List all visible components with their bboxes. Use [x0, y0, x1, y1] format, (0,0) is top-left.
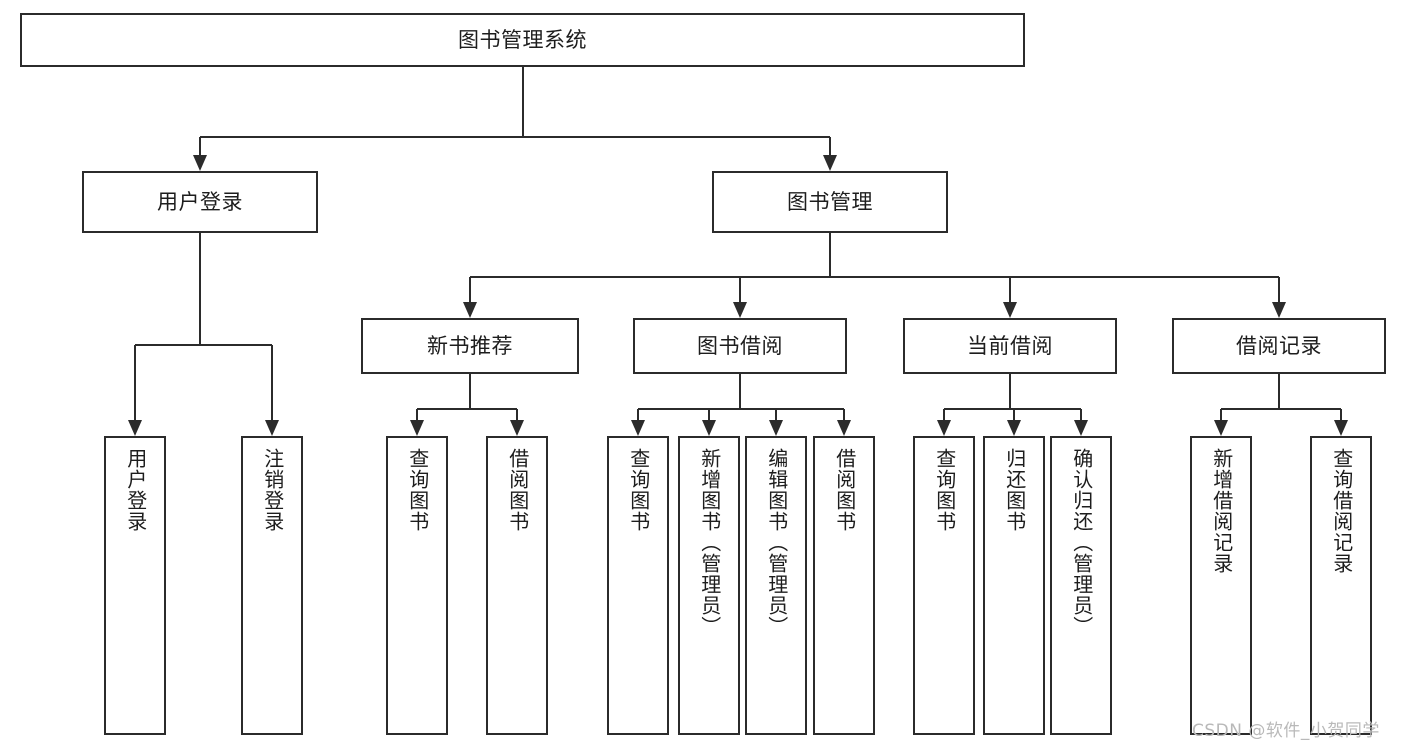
leaf-label: 新增借阅记录 — [1209, 448, 1234, 574]
arrowhead-icon — [1334, 420, 1348, 436]
connector-line — [200, 136, 830, 138]
node-borrow-records[interactable]: 借阅记录 — [1172, 318, 1386, 374]
arrowhead-icon — [769, 420, 783, 436]
leaf-node[interactable]: 新增借阅记录 — [1190, 436, 1252, 735]
connector-line — [843, 409, 845, 420]
arrowhead-icon — [1074, 420, 1088, 436]
leaf-node[interactable]: 查询借阅记录 — [1310, 436, 1372, 735]
leaf-label: 借阅图书 — [832, 448, 857, 532]
connector-line — [516, 409, 518, 420]
arrowhead-icon — [1214, 420, 1228, 436]
arrowhead-icon — [733, 302, 747, 318]
connector-line — [739, 277, 741, 302]
connector-line — [943, 409, 945, 420]
connector-line — [739, 374, 741, 409]
arrowhead-icon — [1007, 420, 1021, 436]
node-label: 借阅记录 — [1236, 333, 1322, 358]
node-label: 新书推荐 — [427, 333, 513, 358]
leaf-label: 确认归还（管理员） — [1069, 448, 1094, 637]
leaf-label: 借阅图书 — [505, 448, 530, 532]
leaf-node[interactable]: 新增图书（管理员） — [678, 436, 740, 735]
leaf-node[interactable]: 借阅图书 — [813, 436, 875, 735]
connector-line — [708, 409, 710, 420]
connector-line — [1080, 409, 1082, 420]
connector-line — [1009, 277, 1011, 302]
connector-line — [1221, 408, 1341, 410]
arrowhead-icon — [702, 420, 716, 436]
leaf-label: 新增图书（管理员） — [697, 448, 722, 637]
connector-line — [470, 276, 1279, 278]
connector-line — [521, 67, 524, 137]
arrowhead-icon — [128, 420, 142, 436]
node-label: 图书管理系统 — [458, 27, 587, 52]
node-label: 图书借阅 — [697, 333, 783, 358]
arrowhead-icon — [193, 155, 207, 171]
connector-line — [469, 277, 471, 302]
leaf-node[interactable]: 注销登录 — [241, 436, 303, 735]
connector-line — [199, 137, 201, 155]
leaf-label: 用户登录 — [123, 448, 148, 532]
connector-line — [829, 233, 831, 277]
arrowhead-icon — [823, 155, 837, 171]
node-root-book-management-system[interactable]: 图书管理系统 — [20, 13, 1025, 67]
leaf-label: 查询图书 — [405, 448, 430, 532]
arrowhead-icon — [837, 420, 851, 436]
connector-line — [135, 344, 272, 346]
connector-line — [1013, 409, 1015, 420]
node-current-borrow[interactable]: 当前借阅 — [903, 318, 1117, 374]
connector-line — [1340, 409, 1342, 420]
connector-line — [1009, 374, 1011, 409]
connector-line — [1220, 409, 1222, 420]
connector-line — [637, 409, 639, 420]
connector-line — [417, 408, 517, 410]
connector-line — [1278, 277, 1280, 302]
leaf-label: 注销登录 — [260, 448, 285, 532]
node-label: 用户登录 — [157, 189, 243, 214]
leaf-label: 归还图书 — [1002, 448, 1027, 532]
connector-line — [134, 345, 136, 420]
node-label: 图书管理 — [787, 189, 873, 214]
connector-line — [271, 345, 273, 420]
arrowhead-icon — [1272, 302, 1286, 318]
connector-line — [469, 374, 471, 409]
leaf-node[interactable]: 用户登录 — [104, 436, 166, 735]
node-book-borrow[interactable]: 图书借阅 — [633, 318, 847, 374]
arrowhead-icon — [631, 420, 645, 436]
arrowhead-icon — [510, 420, 524, 436]
connector-line — [199, 233, 201, 345]
leaf-label: 查询图书 — [626, 448, 651, 532]
leaf-label: 查询借阅记录 — [1329, 448, 1354, 574]
leaf-node[interactable]: 查询图书 — [913, 436, 975, 735]
connector-line — [638, 408, 844, 410]
arrowhead-icon — [265, 420, 279, 436]
leaf-node[interactable]: 确认归还（管理员） — [1050, 436, 1112, 735]
leaf-node[interactable]: 借阅图书 — [486, 436, 548, 735]
leaf-label: 查询图书 — [932, 448, 957, 532]
node-new-book-recommend[interactable]: 新书推荐 — [361, 318, 579, 374]
connector-line — [944, 408, 1081, 410]
arrowhead-icon — [463, 302, 477, 318]
leaf-label: 编辑图书（管理员） — [764, 448, 789, 637]
leaf-node[interactable]: 归还图书 — [983, 436, 1045, 735]
leaf-node[interactable]: 查询图书 — [607, 436, 669, 735]
connector-line — [1278, 374, 1280, 409]
csdn-watermark: CSDN @软件_小贺同学 — [1192, 721, 1380, 741]
node-book-management[interactable]: 图书管理 — [712, 171, 948, 233]
arrowhead-icon — [937, 420, 951, 436]
leaf-node[interactable]: 编辑图书（管理员） — [745, 436, 807, 735]
node-user-login[interactable]: 用户登录 — [82, 171, 318, 233]
connector-line — [416, 409, 418, 420]
leaf-node[interactable]: 查询图书 — [386, 436, 448, 735]
node-label: 当前借阅 — [967, 333, 1053, 358]
arrowhead-icon — [410, 420, 424, 436]
connector-line — [829, 137, 831, 155]
arrowhead-icon — [1003, 302, 1017, 318]
connector-line — [775, 409, 777, 420]
